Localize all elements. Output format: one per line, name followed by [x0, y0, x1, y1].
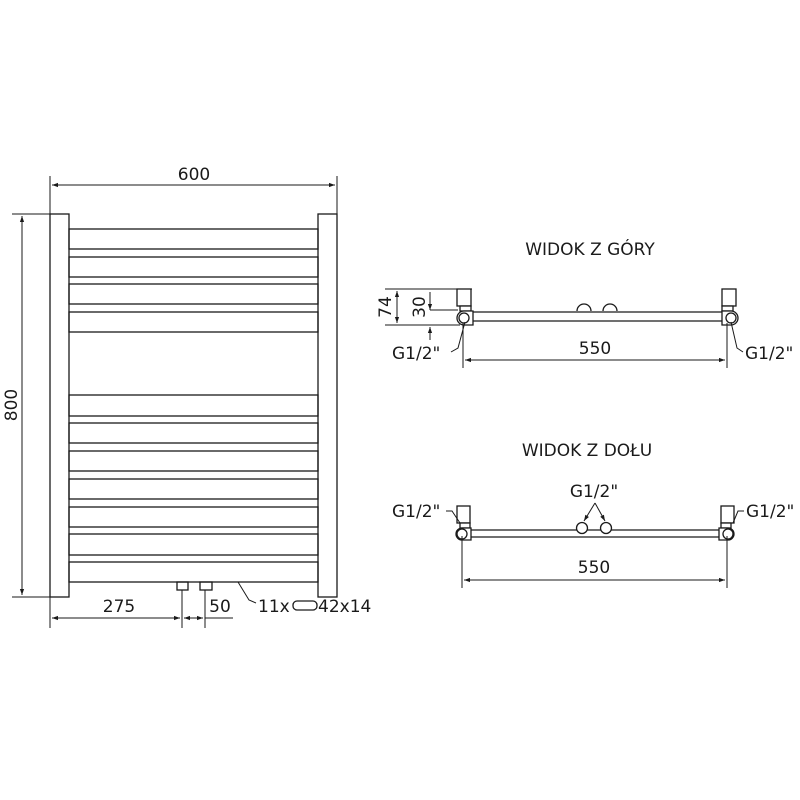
- center-connector-left: [575, 521, 589, 535]
- right-connection-label: G1/2": [746, 502, 794, 522]
- center-connector-right: [599, 521, 613, 535]
- span-label: 550: [579, 339, 611, 359]
- left-connection-label: G1/2": [392, 502, 440, 522]
- valve-left-body: [456, 505, 471, 524]
- right-connection-leader: [730, 321, 744, 353]
- center-leader-right: [594, 502, 606, 522]
- connector-left: [176, 581, 189, 591]
- depth-label: 74: [376, 296, 396, 318]
- center-connector-left: [576, 303, 592, 312]
- bars-leader: [237, 581, 257, 604]
- bar-profile-label: 42x14: [318, 597, 371, 617]
- connector-right: [199, 581, 213, 591]
- bar: [68, 256, 319, 278]
- bottom-view: WIDOK Z DOŁU G1/2" G1/2" G1/2" 550: [392, 441, 794, 588]
- right-connection-label: G1/2": [745, 344, 793, 364]
- bars-bottom-group: [68, 394, 319, 583]
- bar: [68, 506, 319, 528]
- center-connection-label: G1/2": [570, 482, 618, 502]
- valve-left-neck: [459, 522, 471, 529]
- height-label: 800: [2, 389, 22, 421]
- spacing-label: 50: [209, 597, 231, 617]
- left-upright: [49, 213, 70, 598]
- bar: [68, 394, 319, 417]
- bottom-view-title: WIDOK Z DOŁU: [522, 441, 652, 461]
- valve-right-neck: [721, 305, 734, 312]
- valve-right-body: [720, 505, 735, 524]
- bar: [68, 533, 319, 556]
- left-connection-label: G1/2": [392, 344, 440, 364]
- right-upright: [317, 213, 338, 598]
- bar-profile-icon: [292, 600, 318, 611]
- valve-right-body: [721, 288, 737, 307]
- valve-left-neck: [459, 305, 472, 312]
- width-label: 600: [178, 165, 210, 185]
- bar: [68, 561, 319, 583]
- center-connector-right: [602, 303, 618, 312]
- bar: [68, 228, 319, 250]
- front-view: 600 800: [2, 165, 371, 628]
- bar: [68, 422, 319, 444]
- valve-right-neck: [720, 522, 732, 529]
- right-connection-leader: [732, 510, 744, 524]
- bar: [68, 283, 319, 305]
- center-leader-left: [583, 502, 596, 522]
- bar: [68, 478, 319, 500]
- bars-count-label: 11x: [258, 597, 290, 617]
- span-label: 550: [578, 558, 610, 578]
- offset-label: 275: [103, 597, 135, 617]
- left-connection-leader: [446, 510, 461, 524]
- valve-left-collar: [455, 527, 472, 541]
- bar: [68, 311, 319, 333]
- offset-label: 30: [410, 296, 430, 318]
- valve-left-port: [458, 312, 470, 324]
- bars-top-group: [68, 228, 319, 333]
- valve-right-collar: [718, 527, 735, 541]
- valve-left-body: [456, 288, 472, 307]
- top-view: WIDOK Z GÓRY 74 30 G1/2" G1/2": [376, 238, 793, 368]
- bar: [68, 450, 319, 472]
- valve-right-port: [722, 528, 734, 540]
- top-view-title: WIDOK Z GÓRY: [525, 238, 655, 260]
